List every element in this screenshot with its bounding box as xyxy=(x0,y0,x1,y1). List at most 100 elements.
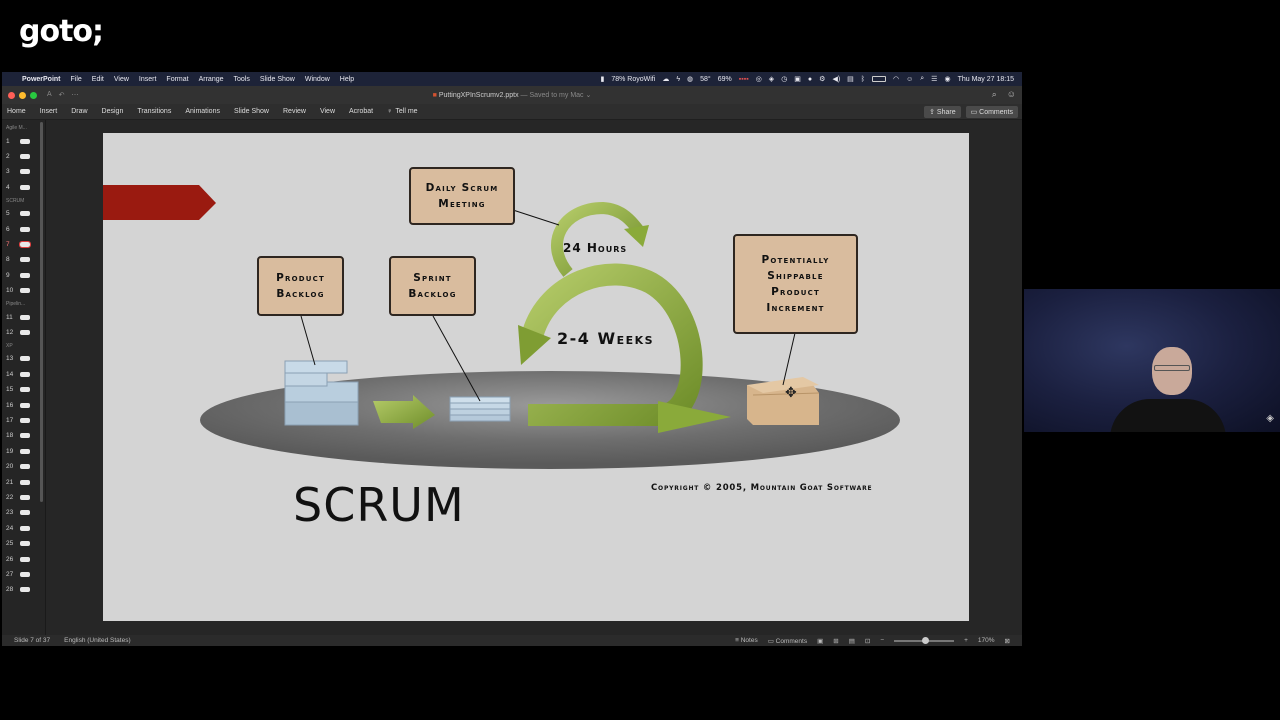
battery-icon[interactable] xyxy=(871,76,886,82)
menu-window[interactable]: Window xyxy=(304,75,330,83)
volume-icon[interactable]: ◀) xyxy=(832,76,841,83)
sidebar-section-label[interactable]: Agile M... xyxy=(6,125,27,131)
zoom-out-icon[interactable]: − xyxy=(880,637,885,644)
reading-view-icon[interactable]: ▤ xyxy=(848,637,855,645)
slide-thumbnail[interactable]: 7 xyxy=(6,239,40,249)
menu-format[interactable]: Format xyxy=(166,75,189,83)
comments-button[interactable]: ▭ Comments xyxy=(965,106,1018,118)
slide-thumbnail[interactable]: 26 xyxy=(6,554,40,564)
window-icon[interactable]: ▣ xyxy=(794,76,801,83)
zoom-slider-knob[interactable] xyxy=(922,636,930,644)
slide-thumbnail[interactable]: 13 xyxy=(6,354,40,364)
sidebar-section-label[interactable]: XP xyxy=(6,342,13,349)
tab-review[interactable]: Review xyxy=(283,108,306,115)
menu-arrange[interactable]: Arrange xyxy=(198,75,224,83)
menu-app-name[interactable]: PowerPoint xyxy=(22,75,61,83)
autosave-icon[interactable]: A xyxy=(47,91,52,98)
increment-box[interactable]: Potentially Shippable Product Increment xyxy=(733,234,858,334)
normal-view-icon[interactable]: ▣ xyxy=(817,637,824,645)
menu-edit[interactable]: Edit xyxy=(91,75,104,83)
menu-view[interactable]: View xyxy=(113,75,129,83)
slide-thumbnail[interactable]: 1 xyxy=(6,136,40,146)
slide-thumbnail[interactable]: 14 xyxy=(6,369,40,379)
globe-icon[interactable]: ◍ xyxy=(687,76,694,83)
slide-thumbnail[interactable]: 17 xyxy=(6,415,40,425)
record-icon[interactable]: ▪▪▪▪ xyxy=(738,75,749,83)
share-button[interactable]: ⇪ Share xyxy=(924,106,961,118)
slide-thumbnail[interactable]: 27 xyxy=(6,569,40,579)
search-icon[interactable]: ⌕ xyxy=(920,75,925,82)
slide-thumbnail[interactable]: 2 xyxy=(6,151,40,161)
slide-thumbnail[interactable]: 10 xyxy=(6,286,40,296)
menu-tools[interactable]: Tools xyxy=(233,75,250,83)
tab-design[interactable]: Design xyxy=(101,108,124,115)
battery-status[interactable]: 69% xyxy=(717,75,732,83)
zoom-in-icon[interactable]: + xyxy=(964,637,968,644)
slide-thumbnail[interactable]: 25 xyxy=(6,539,40,549)
signal-icon[interactable]: ▮ xyxy=(600,76,605,83)
datetime[interactable]: Thu May 27 18:15 xyxy=(957,75,1014,83)
tab-insert[interactable]: Insert xyxy=(39,108,58,115)
slide-thumbnail[interactable]: 3 xyxy=(6,167,40,177)
product-backlog-box[interactable]: Product Backlog xyxy=(257,256,344,316)
slide-thumbnail[interactable]: 4 xyxy=(6,182,40,192)
sidebar-section-label[interactable]: Pipelin... xyxy=(6,301,26,307)
zoom-level[interactable]: 170% xyxy=(977,637,995,644)
tab-acrobat[interactable]: Acrobat xyxy=(349,108,374,115)
slide-thumbnail[interactable]: 15 xyxy=(6,385,40,395)
wifi-status[interactable]: 78% RoyoWifi xyxy=(611,75,656,83)
siri-icon[interactable]: ◉ xyxy=(944,76,951,83)
target-icon[interactable]: ◎ xyxy=(755,76,762,83)
tab-transitions[interactable]: Transitions xyxy=(137,108,172,115)
control-center-icon[interactable]: ☰ xyxy=(931,76,938,83)
close-window-button[interactable] xyxy=(8,91,15,99)
slide-thumbnail[interactable]: 18 xyxy=(6,431,40,441)
slide-thumbnail[interactable]: 9 xyxy=(6,270,40,280)
slide-sorter-icon[interactable]: ⊞ xyxy=(833,637,839,645)
slide-thumbnail[interactable]: 21 xyxy=(6,477,40,487)
slide-thumbnail[interactable]: 11 xyxy=(6,312,40,322)
settings-icon[interactable]: ⚙ xyxy=(819,76,826,83)
clock-icon[interactable]: ◷ xyxy=(781,76,788,83)
smiley-icon[interactable]: ☺ xyxy=(1006,89,1016,99)
slide-thumbnail[interactable]: 5 xyxy=(6,209,40,219)
notes-button[interactable]: ≡ Notes xyxy=(735,637,758,644)
thumbnail-scrollbar[interactable] xyxy=(40,122,43,502)
slide-thumbnail[interactable]: 19 xyxy=(6,446,40,456)
cloud-icon[interactable]: ☁ xyxy=(662,76,670,83)
tab-home[interactable]: Home xyxy=(7,108,26,115)
eye-icon[interactable]: ◈ xyxy=(768,76,775,83)
tab-draw[interactable]: Draw xyxy=(71,108,88,115)
daily-scrum-box[interactable]: Daily Scrum Meeting xyxy=(409,167,515,225)
user-icon[interactable]: ☺ xyxy=(906,75,914,83)
flag-icon[interactable]: ▤ xyxy=(847,76,854,83)
slide-thumbnail[interactable]: 6 xyxy=(6,224,40,234)
menu-slide-show[interactable]: Slide Show xyxy=(259,75,295,83)
more-icon[interactable]: ⋯ xyxy=(71,92,79,99)
search-icon[interactable]: ⌕ xyxy=(991,89,997,99)
zoom-window-button[interactable] xyxy=(30,91,37,99)
teams-icon[interactable]: ● xyxy=(807,75,813,83)
menu-help[interactable]: Help xyxy=(339,75,355,83)
language-status[interactable]: English (United States) xyxy=(64,637,131,644)
slide-thumbnail[interactable]: 8 xyxy=(6,255,40,265)
slide-7[interactable]: ✥ Daily Scrum Meeting Product Backlog Sp… xyxy=(103,133,969,621)
comments-status-button[interactable]: ▭ Comments xyxy=(768,637,807,645)
zoom-slider[interactable] xyxy=(894,636,955,644)
bluetooth-icon[interactable]: ᛒ xyxy=(860,75,865,83)
slide-thumbnail[interactable]: 23 xyxy=(6,508,40,518)
slide-thumbnail[interactable]: 22 xyxy=(6,492,40,502)
slide-thumbnail[interactable]: 28 xyxy=(6,585,40,595)
slide-thumbnail[interactable]: 24 xyxy=(6,523,40,533)
temperature-status[interactable]: 58° xyxy=(700,75,711,83)
slide-thumbnail[interactable]: 16 xyxy=(6,400,40,410)
slide-thumbnail[interactable]: 20 xyxy=(6,462,40,472)
minimize-window-button[interactable] xyxy=(19,91,26,99)
sidebar-section-label[interactable]: SCRUM xyxy=(6,197,25,204)
tab-animations[interactable]: Animations xyxy=(185,108,220,115)
tab-slide-show[interactable]: Slide Show xyxy=(233,108,269,115)
menu-insert[interactable]: Insert xyxy=(138,75,157,83)
fit-slide-icon[interactable]: ⊠ xyxy=(1004,637,1010,645)
presenter-view-icon[interactable]: ⊡ xyxy=(864,637,871,645)
